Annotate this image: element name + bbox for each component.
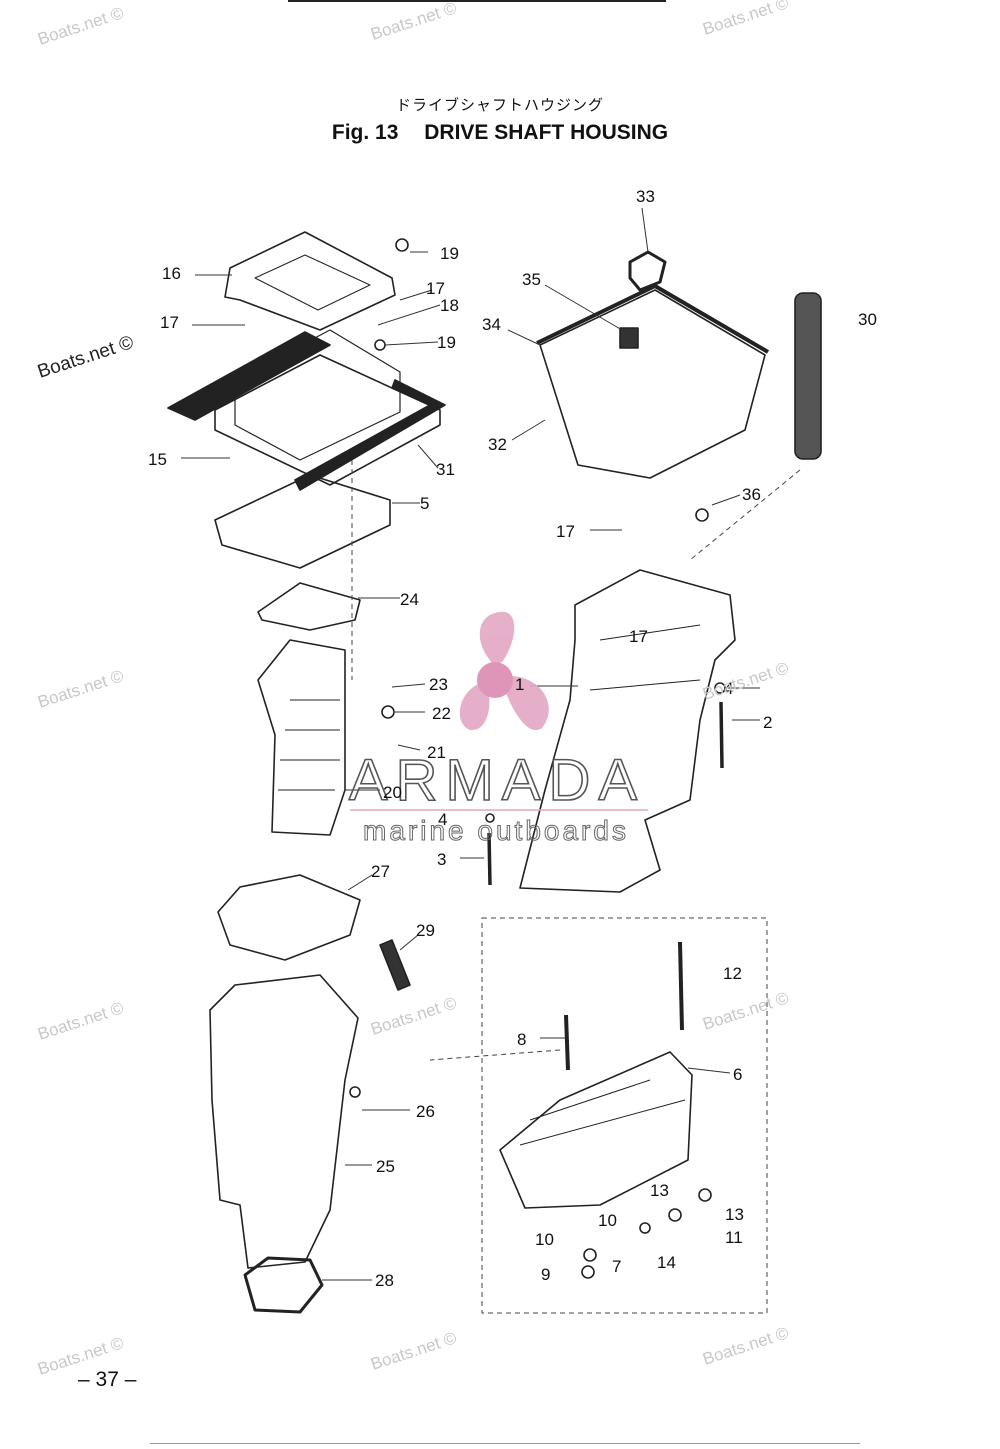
logo-brand: ARMADA bbox=[349, 748, 645, 813]
part-32-cover bbox=[539, 289, 766, 479]
watermark: Boats.net © bbox=[35, 666, 126, 712]
part-5-gasket bbox=[214, 474, 391, 569]
part-2-bolt bbox=[719, 701, 724, 769]
part-label-8: 8 bbox=[517, 1030, 526, 1049]
figure-name: DRIVE SHAFT HOUSING bbox=[424, 121, 669, 144]
part-label-22: 22 bbox=[432, 704, 451, 723]
part-label-33: 33 bbox=[636, 187, 655, 206]
part-label-12: 12 bbox=[723, 964, 742, 983]
part-34-seal bbox=[536, 284, 770, 354]
part-label-10: 10 bbox=[535, 1230, 554, 1249]
figure-label: Fig. 13 bbox=[331, 121, 399, 144]
part-8-stud bbox=[564, 1014, 570, 1071]
part-label-4: 4 bbox=[724, 679, 733, 698]
propeller-icon bbox=[479, 611, 515, 665]
watermark: Boats.net © bbox=[35, 998, 126, 1044]
part-label-17: 17 bbox=[160, 313, 179, 332]
armada-logo: ARMADA marine outboards bbox=[348, 611, 648, 847]
part-label-31: 31 bbox=[436, 460, 455, 479]
watermark: Boats.net © bbox=[35, 3, 126, 49]
part-label-13: 13 bbox=[650, 1181, 669, 1200]
part-label-10: 10 bbox=[598, 1211, 617, 1230]
watermark: Boats.net © bbox=[368, 1328, 459, 1374]
part-label-17: 17 bbox=[629, 627, 648, 646]
part-label-16: 16 bbox=[162, 264, 181, 283]
part-24-plate bbox=[257, 582, 361, 631]
top-rule bbox=[288, 0, 666, 2]
part-label-25: 25 bbox=[376, 1157, 395, 1176]
part-label-6: 6 bbox=[733, 1065, 742, 1084]
part-20-tube bbox=[257, 639, 346, 836]
part-6-plate bbox=[499, 1051, 693, 1209]
part-label-11: 11 bbox=[725, 1228, 743, 1247]
logo-tagline: marine outboards bbox=[363, 815, 629, 846]
part-label-29: 29 bbox=[416, 921, 435, 940]
part-label-21: 21 bbox=[427, 743, 446, 762]
part-label-9: 9 bbox=[541, 1265, 550, 1284]
part-16-plate bbox=[224, 231, 396, 331]
part-label-26: 26 bbox=[416, 1102, 435, 1121]
watermark: Boats.net © bbox=[700, 988, 791, 1034]
part-1-housing bbox=[519, 569, 736, 893]
part-label-19: 19 bbox=[440, 244, 459, 263]
part-label-7: 7 bbox=[612, 1257, 621, 1276]
part-label-4: 4 bbox=[438, 810, 447, 829]
part-label-17: 17 bbox=[556, 522, 575, 541]
part-label-36: 36 bbox=[742, 485, 761, 504]
part-label-14: 14 bbox=[657, 1253, 676, 1272]
part-29-clip bbox=[379, 939, 411, 991]
part-label-19: 19 bbox=[437, 333, 456, 352]
part-label-34: 34 bbox=[482, 315, 501, 334]
part-3-bolt bbox=[487, 832, 492, 886]
part-12-stud bbox=[678, 941, 684, 1031]
part-label-30: 30 bbox=[858, 310, 877, 329]
part-25-cover bbox=[209, 974, 359, 1269]
part-label-23: 23 bbox=[429, 675, 448, 694]
part-28-seal bbox=[243, 1256, 324, 1314]
part-label-28: 28 bbox=[375, 1271, 394, 1290]
part-label-2: 2 bbox=[763, 713, 772, 732]
part-label-18: 18 bbox=[440, 296, 459, 315]
watermark: Boats.net © bbox=[700, 0, 791, 39]
part-label-5: 5 bbox=[420, 494, 429, 513]
bottom-rule bbox=[150, 1443, 860, 1444]
part-label-24: 24 bbox=[400, 590, 419, 609]
watermark: Boats.net © bbox=[368, 993, 459, 1039]
part-label-27: 27 bbox=[371, 862, 390, 881]
watermark: Boats.net © bbox=[35, 332, 136, 383]
part-label-17: 17 bbox=[426, 279, 445, 298]
part-label-3: 3 bbox=[437, 850, 446, 869]
watermark: Boats.net © bbox=[700, 1323, 791, 1369]
figure-title: Fig. 13 DRIVE SHAFT HOUSING bbox=[0, 121, 1000, 145]
part-label-32: 32 bbox=[488, 435, 507, 454]
part-label-35: 35 bbox=[522, 270, 541, 289]
part-label-20: 20 bbox=[383, 783, 402, 802]
part-label-1: 1 bbox=[515, 675, 524, 694]
page-number: – 37 – bbox=[78, 1368, 137, 1391]
part-label-13: 13 bbox=[725, 1205, 744, 1224]
part-30-tube bbox=[794, 292, 822, 460]
part-31-seal bbox=[167, 331, 331, 421]
part-35-label bbox=[619, 327, 639, 349]
part-33-grommet bbox=[628, 250, 667, 292]
part-label-15: 15 bbox=[148, 450, 167, 469]
part-27-gasket bbox=[217, 874, 361, 961]
watermark: Boats.net © bbox=[368, 0, 459, 44]
part-15-adapter bbox=[214, 354, 441, 486]
japanese-title: ドライブシャフトハウジング bbox=[395, 96, 604, 114]
